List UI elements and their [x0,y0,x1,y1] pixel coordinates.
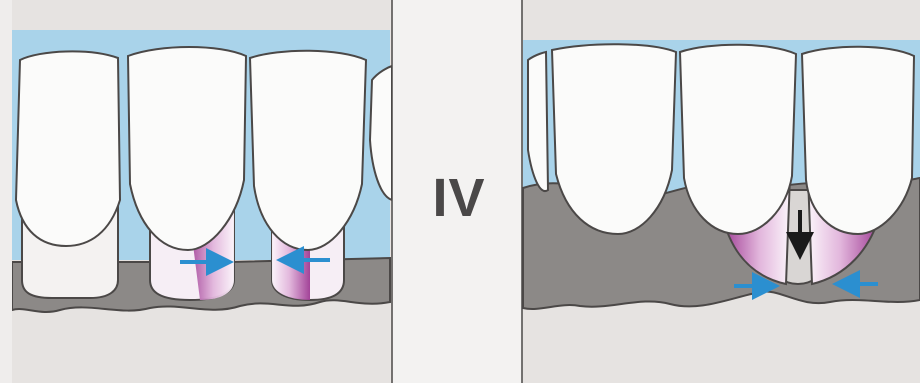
right-crown-1 [552,44,676,234]
right-panel [523,0,920,383]
left-panel [12,0,392,383]
left-crown-2 [128,47,246,250]
right-crown-3 [802,47,914,234]
right-crown-2 [680,45,796,234]
left-crown-3 [250,51,366,250]
roman-numeral-label: IV [398,168,520,228]
scan-edge [0,0,12,383]
left-crown-1 [16,51,120,246]
